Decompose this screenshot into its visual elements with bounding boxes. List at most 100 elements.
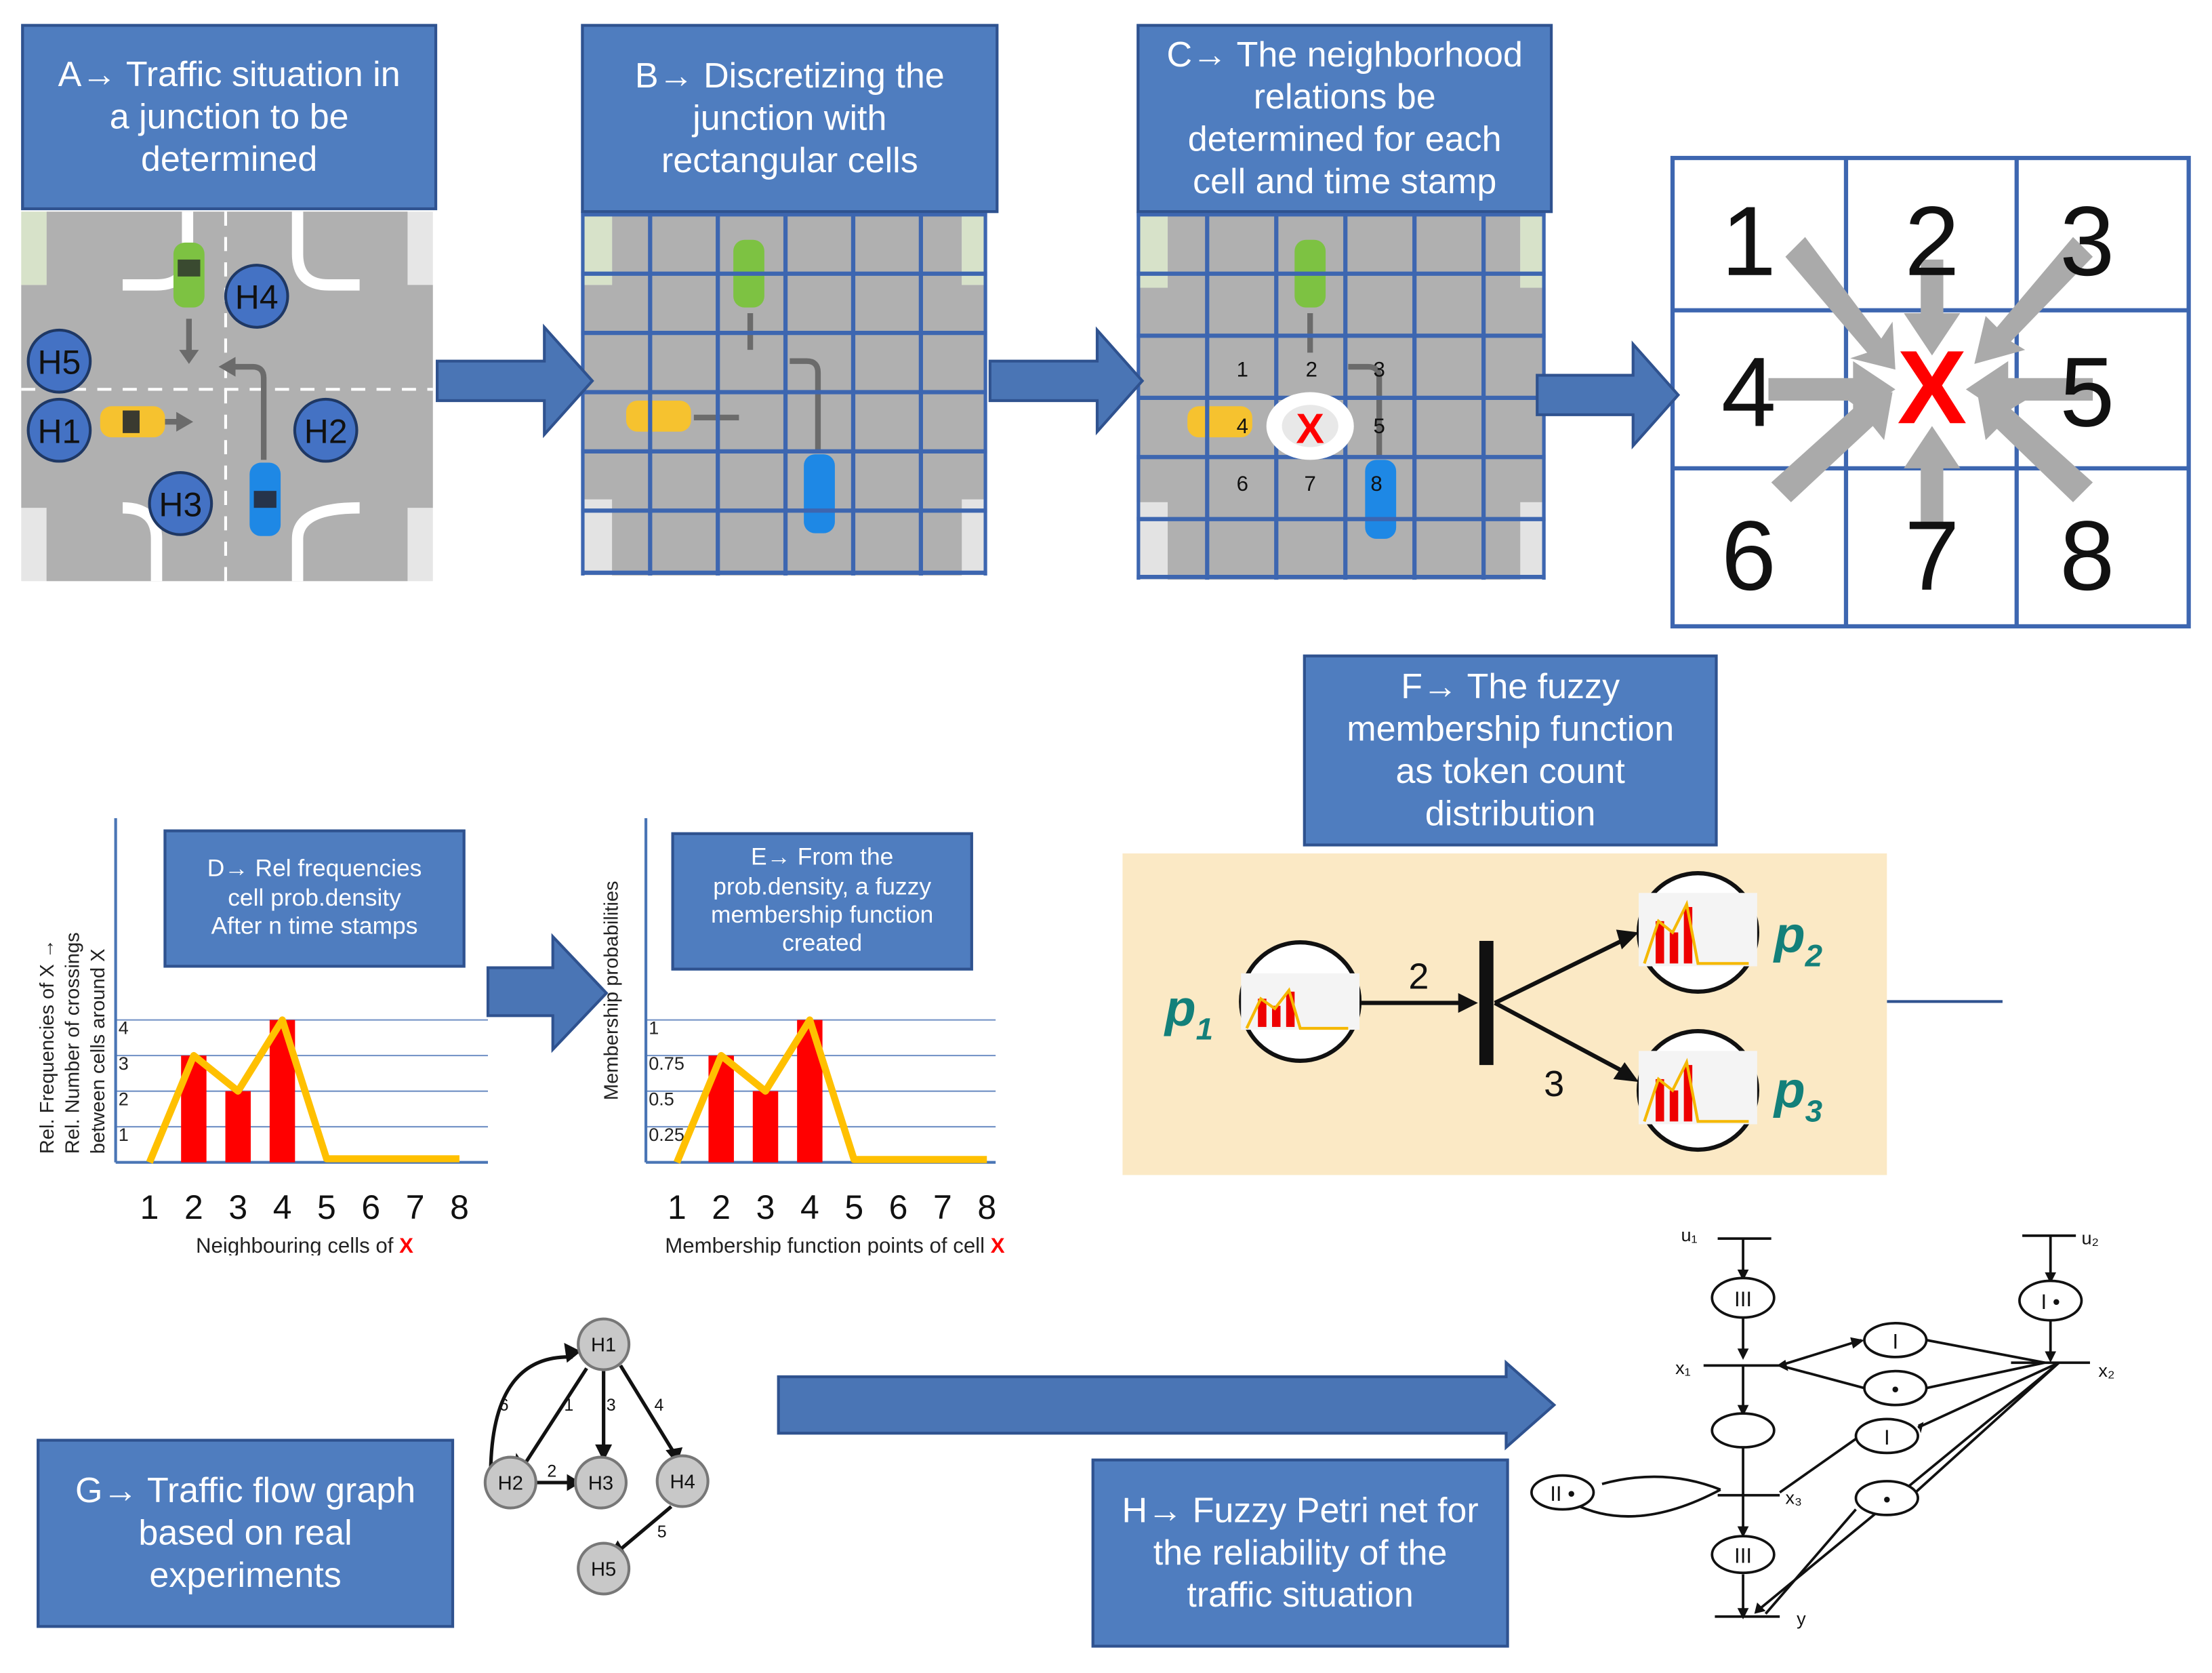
g-node-h3: H3 <box>588 1472 613 1494</box>
chart1-ytick: 0.5 <box>649 1089 674 1109</box>
h-label-x2: x₂ <box>2098 1360 2114 1381</box>
f-place-p1: p1 <box>1164 980 1213 1047</box>
c-cell-7: 7 <box>1305 472 1316 496</box>
chart1-ytick: 0.25 <box>649 1125 684 1145</box>
g-node-h2: H2 <box>498 1472 523 1494</box>
g-edge-label-2: 2 <box>547 1462 556 1481</box>
arrow-b-to-c <box>988 326 1145 436</box>
chart1-xtick-5: 5 <box>844 1188 863 1226</box>
g-edge-label-5: 5 <box>657 1523 667 1541</box>
chart1-line <box>674 1016 987 1164</box>
title-box-f: F→ The fuzzy membership function as toke… <box>1303 654 1718 847</box>
h-label-x1: x₁ <box>1675 1358 1691 1378</box>
arrow-d-to-e <box>486 933 609 1053</box>
title-box-c: C→ The neighborhood relations be determi… <box>1136 24 1553 214</box>
grid-cell-4: 4 <box>1721 336 1776 447</box>
chart0-xtick-1: 1 <box>140 1188 159 1226</box>
grid-cell-8: 8 <box>2060 500 2114 611</box>
h-token-2: I • <box>2041 1290 2060 1314</box>
g-edge-label-6: 6 <box>499 1396 509 1415</box>
h-token-8: III <box>1734 1544 1752 1568</box>
chart0-xtick-4: 4 <box>273 1188 292 1226</box>
chart0-xtick-2: 2 <box>184 1188 203 1226</box>
d-xlabel-mark: X <box>399 1234 413 1255</box>
g-node-h4: H4 <box>670 1471 695 1493</box>
h-token-4: • <box>1891 1377 1899 1401</box>
e-xlabel-mark: X <box>991 1234 1005 1255</box>
h-token-6: II • <box>1550 1482 1575 1506</box>
c-cell-5: 5 <box>1373 414 1385 438</box>
title-box-h: H→ Fuzzy Petri net for the reliability o… <box>1091 1458 1509 1648</box>
chart0-xtick-8: 8 <box>450 1188 469 1226</box>
chart1-xtick-1: 1 <box>668 1188 687 1226</box>
f-weight-2: 2 <box>1408 956 1429 997</box>
h-label-y: y <box>1797 1609 1806 1629</box>
f-mini-token-1 <box>1239 940 1362 1063</box>
chart0-xtick-6: 6 <box>361 1188 380 1226</box>
chart0-xtick-7: 7 <box>406 1188 425 1226</box>
c-cell-1: 1 <box>1237 358 1248 382</box>
panel-a-scene: H4 H5 H1 H2 H3 <box>21 211 433 582</box>
d-ylabel-line-1: Rel. Frequencies of X → <box>37 939 58 1154</box>
title-box-g: G→ Traffic flow graph based on real expe… <box>37 1438 455 1628</box>
d-xlabel: Neighbouring cells of <box>196 1234 394 1255</box>
e-xlabel: Membership function points of cell <box>665 1234 985 1255</box>
chart0-ytick: 1 <box>119 1125 129 1145</box>
panel-f-net: 2 3 p1 p2 p3 <box>1122 853 1887 1175</box>
f-place-p3: p3 <box>1773 1062 1822 1129</box>
chart1-ytick: 1 <box>649 1017 659 1038</box>
title-box-e: E→ From the prob.density, a fuzzy member… <box>671 832 973 971</box>
g-node-h1: H1 <box>591 1335 616 1356</box>
fuzzy-petri-net: III I • I • I II • • III u₁ u₂ x₁ x₂ x₃ … <box>1530 1225 2114 1629</box>
neighborhood-grid: X 1 2 3 4 5 6 7 8 <box>1670 155 2192 629</box>
h-token-7: • <box>1883 1487 1891 1511</box>
grid-cell-6: 6 <box>1721 500 1776 611</box>
arrow-a-to-b <box>436 323 594 439</box>
hub-label-h4: H4 <box>235 279 279 317</box>
chart1-bar-3 <box>752 1091 779 1163</box>
c-cell-4: 4 <box>1237 414 1248 438</box>
grid-cell-2: 2 <box>1904 186 1959 296</box>
e-ylabel: Membership probabilities <box>600 881 622 1100</box>
c-cell-6: 6 <box>1237 472 1248 496</box>
traffic-flow-graph: H1 H2 H3 H4 H5 6 1 3 4 2 5 <box>483 1317 710 1596</box>
grid-cell-3: 3 <box>2060 186 2114 296</box>
c-cell-8: 8 <box>1370 472 1382 496</box>
hub-label-h1: H1 <box>37 412 81 450</box>
title-box-b: B→ Discretizing the junction with rectan… <box>581 24 999 214</box>
arrow-c-to-grid <box>1536 340 1681 450</box>
c-cell-2: 2 <box>1306 358 1317 382</box>
chart0-ytick: 2 <box>119 1089 129 1109</box>
c-center-x: X <box>1296 405 1324 452</box>
d-ylabel-line-3: between cells around X <box>87 948 109 1154</box>
f-mini-token-2 <box>1636 870 1759 994</box>
chart0-xtick-5: 5 <box>317 1188 336 1226</box>
f-weight-3: 3 <box>1544 1064 1564 1104</box>
h-token-1: III <box>1734 1287 1752 1311</box>
h-label-u1: u₁ <box>1681 1225 1697 1245</box>
chart0-bar-3 <box>225 1091 251 1163</box>
h-label-x3: x₃ <box>1785 1487 1802 1508</box>
f-place-p2: p2 <box>1773 906 1822 973</box>
chart1-xtick-2: 2 <box>712 1188 731 1226</box>
c-cell-3: 3 <box>1373 358 1385 382</box>
title-box-a: A→ Traffic situation in a junction to be… <box>21 24 438 211</box>
svg-text:Membership function points of: Membership function points of cell X <box>665 1234 1004 1255</box>
g-edge-label-1: 1 <box>564 1396 573 1415</box>
panel-c-scene: X 1 2 3 4 5 6 7 8 <box>1136 211 1547 580</box>
grid-cell-7: 7 <box>1904 500 1959 611</box>
panel-b-scene <box>580 211 988 576</box>
chart0-ytick: 4 <box>119 1017 129 1038</box>
chart0-ytick: 3 <box>119 1053 129 1074</box>
chart1-xtick-6: 6 <box>889 1188 908 1226</box>
f-mini-token-3 <box>1636 1029 1759 1152</box>
grid-cell-1: 1 <box>1721 186 1776 296</box>
grid-cell-5: 5 <box>2060 336 2114 447</box>
h-label-u2: u₂ <box>2081 1228 2099 1248</box>
chart1-xtick-4: 4 <box>800 1188 819 1226</box>
g-node-h5: H5 <box>591 1558 616 1580</box>
chart0-xtick-3: 3 <box>228 1188 247 1226</box>
chart-d: Rel. Frequencies of X → Rel. Number of c… <box>37 818 489 1255</box>
